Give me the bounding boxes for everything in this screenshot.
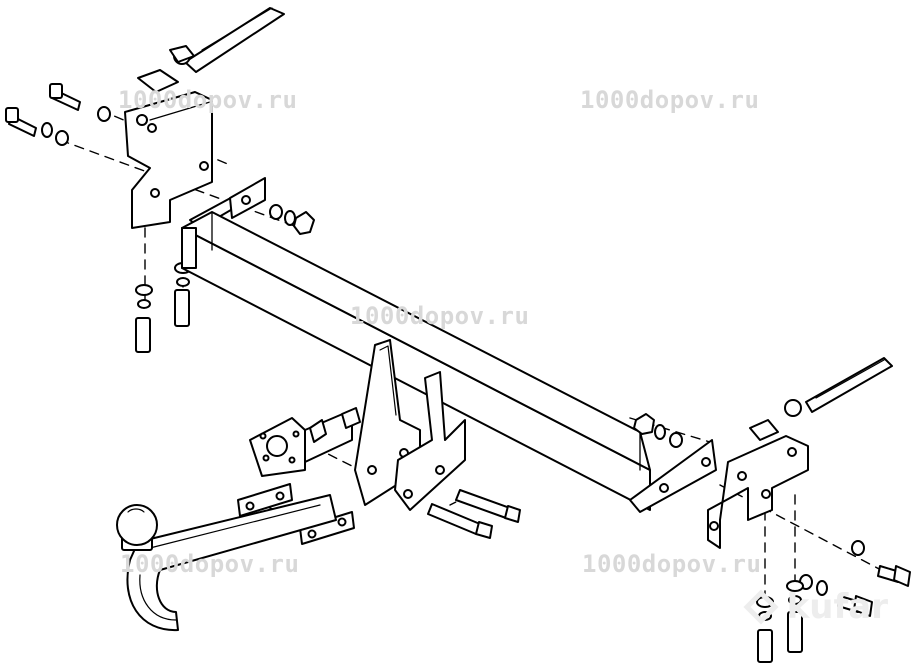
- crossbar-nut-set-upper: [269, 204, 315, 235]
- left-mounting-bracket: [124, 91, 213, 229]
- tow-ball: [116, 504, 158, 546]
- left-bolt-upper: [49, 83, 111, 122]
- long-bolts: [427, 489, 521, 539]
- right-fixing-strap: [749, 357, 893, 441]
- clamp-plates: [237, 483, 355, 545]
- socket-bracket: [249, 407, 361, 477]
- crossbar-nut-set-right: [633, 413, 683, 448]
- right-bolts: [756, 540, 911, 663]
- left-fixing-strap: [137, 7, 285, 93]
- central-mounting-plates: [354, 339, 466, 511]
- right-mounting-bracket: [707, 435, 809, 549]
- left-bolt-lower: [5, 107, 69, 146]
- left-vertical-bolts: [135, 262, 192, 353]
